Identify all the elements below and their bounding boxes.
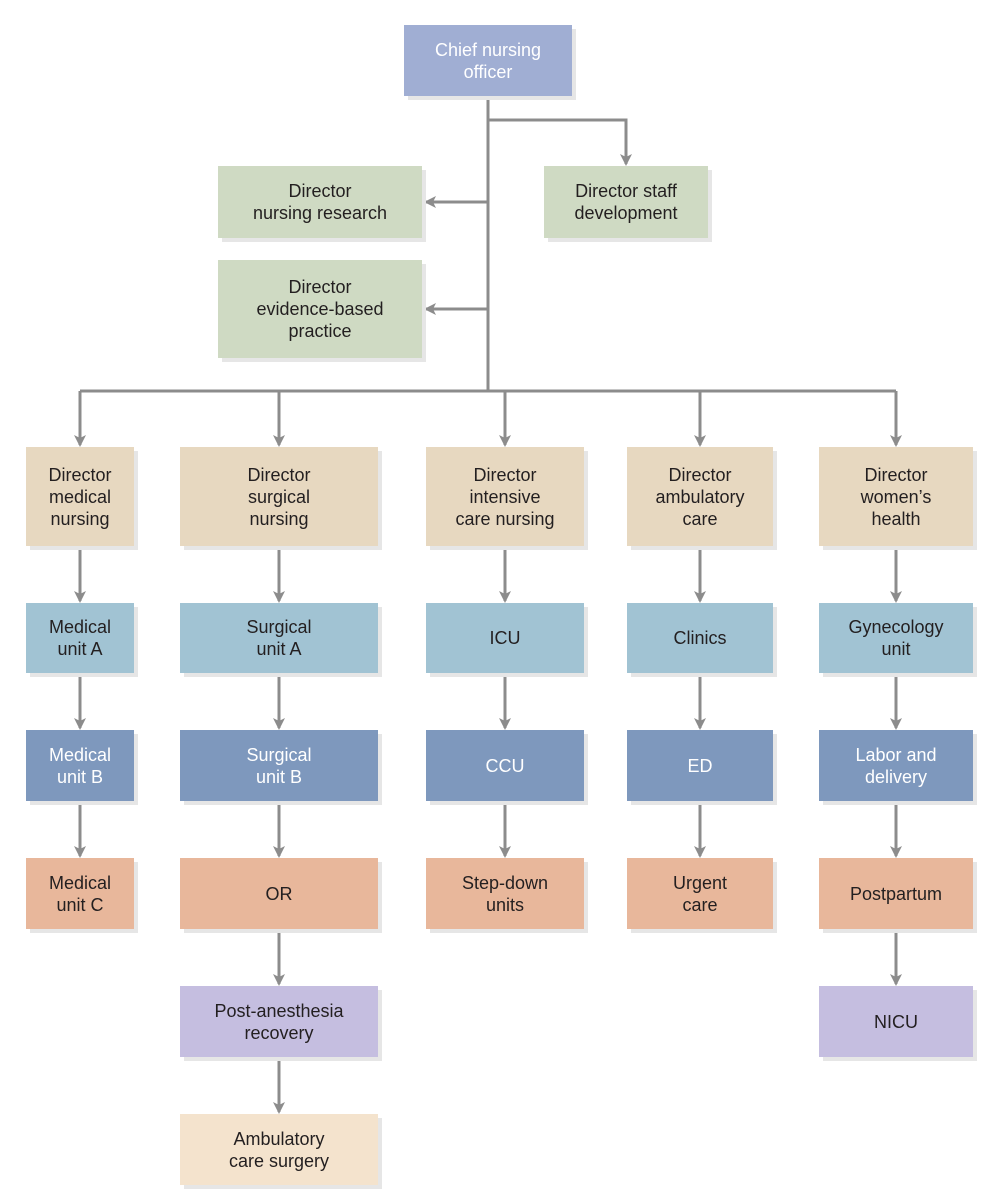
node-label: Post-anesthesia recovery (214, 1000, 344, 1043)
node-label: NICU (874, 1011, 918, 1032)
node-ed: ED (627, 730, 773, 801)
node-step-down-units: Step-down units (426, 858, 584, 929)
node-ambulatory-care-surgery: Ambulatory care surgery (180, 1114, 378, 1185)
node-director-medical-nursing: Director medical nursing (26, 447, 134, 546)
node-urgent-care: Urgent care (627, 858, 773, 929)
arrow-chief-to-staffdev (488, 118, 632, 166)
node-surgical-unit-a: Surgical unit A (180, 603, 378, 673)
node-label: Gynecology unit (848, 617, 944, 659)
node-medical-unit-b: Medical unit B (26, 730, 134, 801)
node-label: Clinics (673, 628, 727, 648)
node-label: ED (687, 755, 713, 776)
node-director-evidence-based-practice: Director evidence-based practice (218, 260, 422, 358)
node-label: Ambulatory care surgery (228, 1128, 330, 1171)
node-label: Surgical unit B (246, 744, 312, 787)
node-nicu: NICU (819, 986, 973, 1057)
node-director-womens-health: Director women’s health (819, 447, 973, 546)
node-label: Chief nursing officer (434, 39, 542, 82)
node-label: Director evidence-based practice (256, 277, 384, 341)
node-label: Director medical nursing (48, 464, 112, 529)
node-label: Medical unit B (48, 744, 112, 787)
node-labor-and-delivery: Labor and delivery (819, 730, 973, 801)
node-director-nursing-research: Director nursing research (218, 166, 422, 238)
node-label: Director ambulatory care (655, 464, 745, 529)
node-label: Medical unit C (48, 872, 112, 915)
node-label: Director women’s health (860, 464, 932, 529)
node-label: CCU (485, 755, 525, 776)
node-medical-unit-c: Medical unit C (26, 858, 134, 929)
node-director-ambulatory-care: Director ambulatory care (627, 447, 773, 546)
node-label: Surgical unit A (246, 617, 312, 659)
node-label: Director nursing research (252, 181, 388, 223)
node-label: Urgent care (672, 872, 728, 915)
node-label: Director surgical nursing (247, 464, 311, 529)
node-label: Medical unit A (48, 617, 112, 659)
node-label: Postpartum (849, 883, 943, 904)
node-label: Labor and delivery (855, 744, 937, 787)
node-or: OR (180, 858, 378, 929)
node-director-surgical-nursing: Director surgical nursing (180, 447, 378, 546)
node-icu: ICU (426, 603, 584, 673)
node-director-intensive-care-nursing: Director intensive care nursing (426, 447, 584, 546)
node-chief-nursing-officer: Chief nursing officer (404, 25, 572, 96)
node-label: Director intensive care nursing (455, 464, 555, 529)
node-label: Director staff development (574, 181, 678, 223)
node-ccu: CCU (426, 730, 584, 801)
node-gynecology-unit: Gynecology unit (819, 603, 973, 673)
node-label: ICU (489, 628, 521, 648)
node-surgical-unit-b: Surgical unit B (180, 730, 378, 801)
node-medical-unit-a: Medical unit A (26, 603, 134, 673)
node-label: Step-down units (461, 872, 549, 915)
node-post-anesthesia-recovery: Post-anesthesia recovery (180, 986, 378, 1057)
node-label: OR (265, 883, 293, 904)
node-director-staff-development: Director staff development (544, 166, 708, 238)
node-clinics: Clinics (627, 603, 773, 673)
node-postpartum: Postpartum (819, 858, 973, 929)
